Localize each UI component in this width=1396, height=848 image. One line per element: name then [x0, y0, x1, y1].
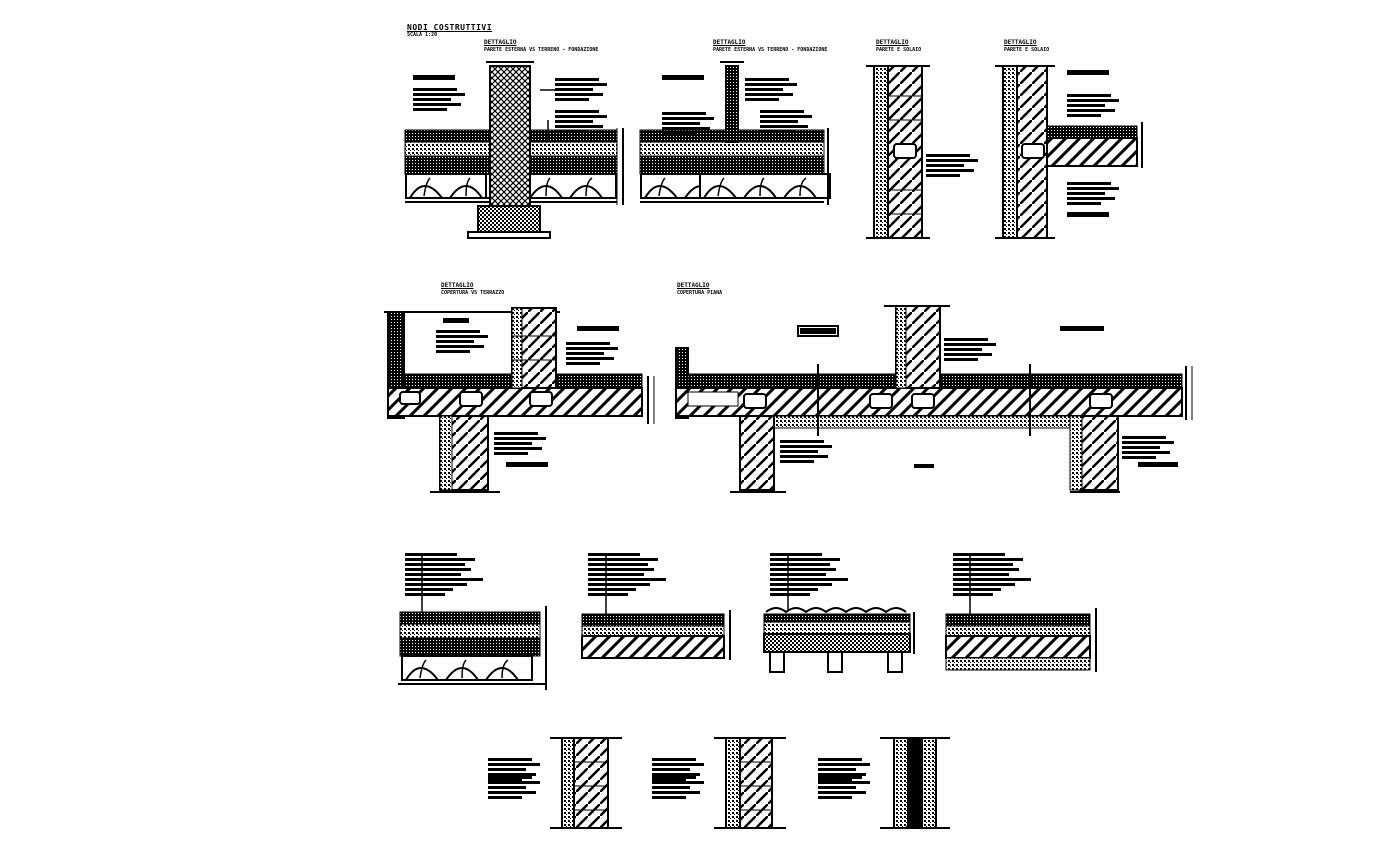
- wall-section-1-drawing: [488, 737, 622, 829]
- detail-6-drawing: [675, 305, 1193, 493]
- detail-5-subtitle: COPERTURA VS TERRAZZO: [441, 290, 505, 296]
- detail-1-label: DETTAGLIO: [484, 39, 517, 46]
- drawing-title: NODI COSTRUTTIVI: [407, 23, 493, 32]
- detail-1-drawing: [404, 61, 624, 239]
- detail-5-label: DETTAGLIO: [441, 282, 474, 289]
- detail-6-subtitle: COPERTURA PIANA: [677, 290, 723, 296]
- stratigraphy-2-drawing: [581, 553, 731, 660]
- detail-3-drawing: [866, 65, 978, 239]
- detail-6-label: DETTAGLIO: [677, 282, 710, 289]
- wall-section-3-drawing: [818, 737, 950, 829]
- detail-3-label: DETTAGLIO: [876, 39, 909, 46]
- detail-2-label: DETTAGLIO: [713, 39, 746, 46]
- detail-4-label: DETTAGLIO: [1004, 39, 1037, 46]
- detail-4-drawing: [995, 65, 1143, 239]
- detail-5-drawing: [384, 307, 655, 493]
- detail-3-subtitle: PARETE E SOLAIO: [876, 47, 922, 53]
- stratigraphy-1-drawing: [398, 553, 547, 690]
- detail-2-drawing: [639, 61, 831, 205]
- detail-1-subtitle: PARETE ESTERNA VS TERRENO - FONDAZIONE: [484, 47, 599, 53]
- stratigraphy-4-drawing: [945, 553, 1097, 672]
- stratigraphy-3-drawing: [763, 553, 915, 673]
- drawing-scale: SCALA 1:20: [407, 32, 438, 38]
- wall-section-2-drawing: [652, 737, 786, 829]
- detail-2-subtitle: PARETE ESTERNA VS TERRENO - FONDAZIONE: [713, 47, 828, 53]
- detail-4-subtitle: PARETE E SOLAIO: [1004, 47, 1050, 53]
